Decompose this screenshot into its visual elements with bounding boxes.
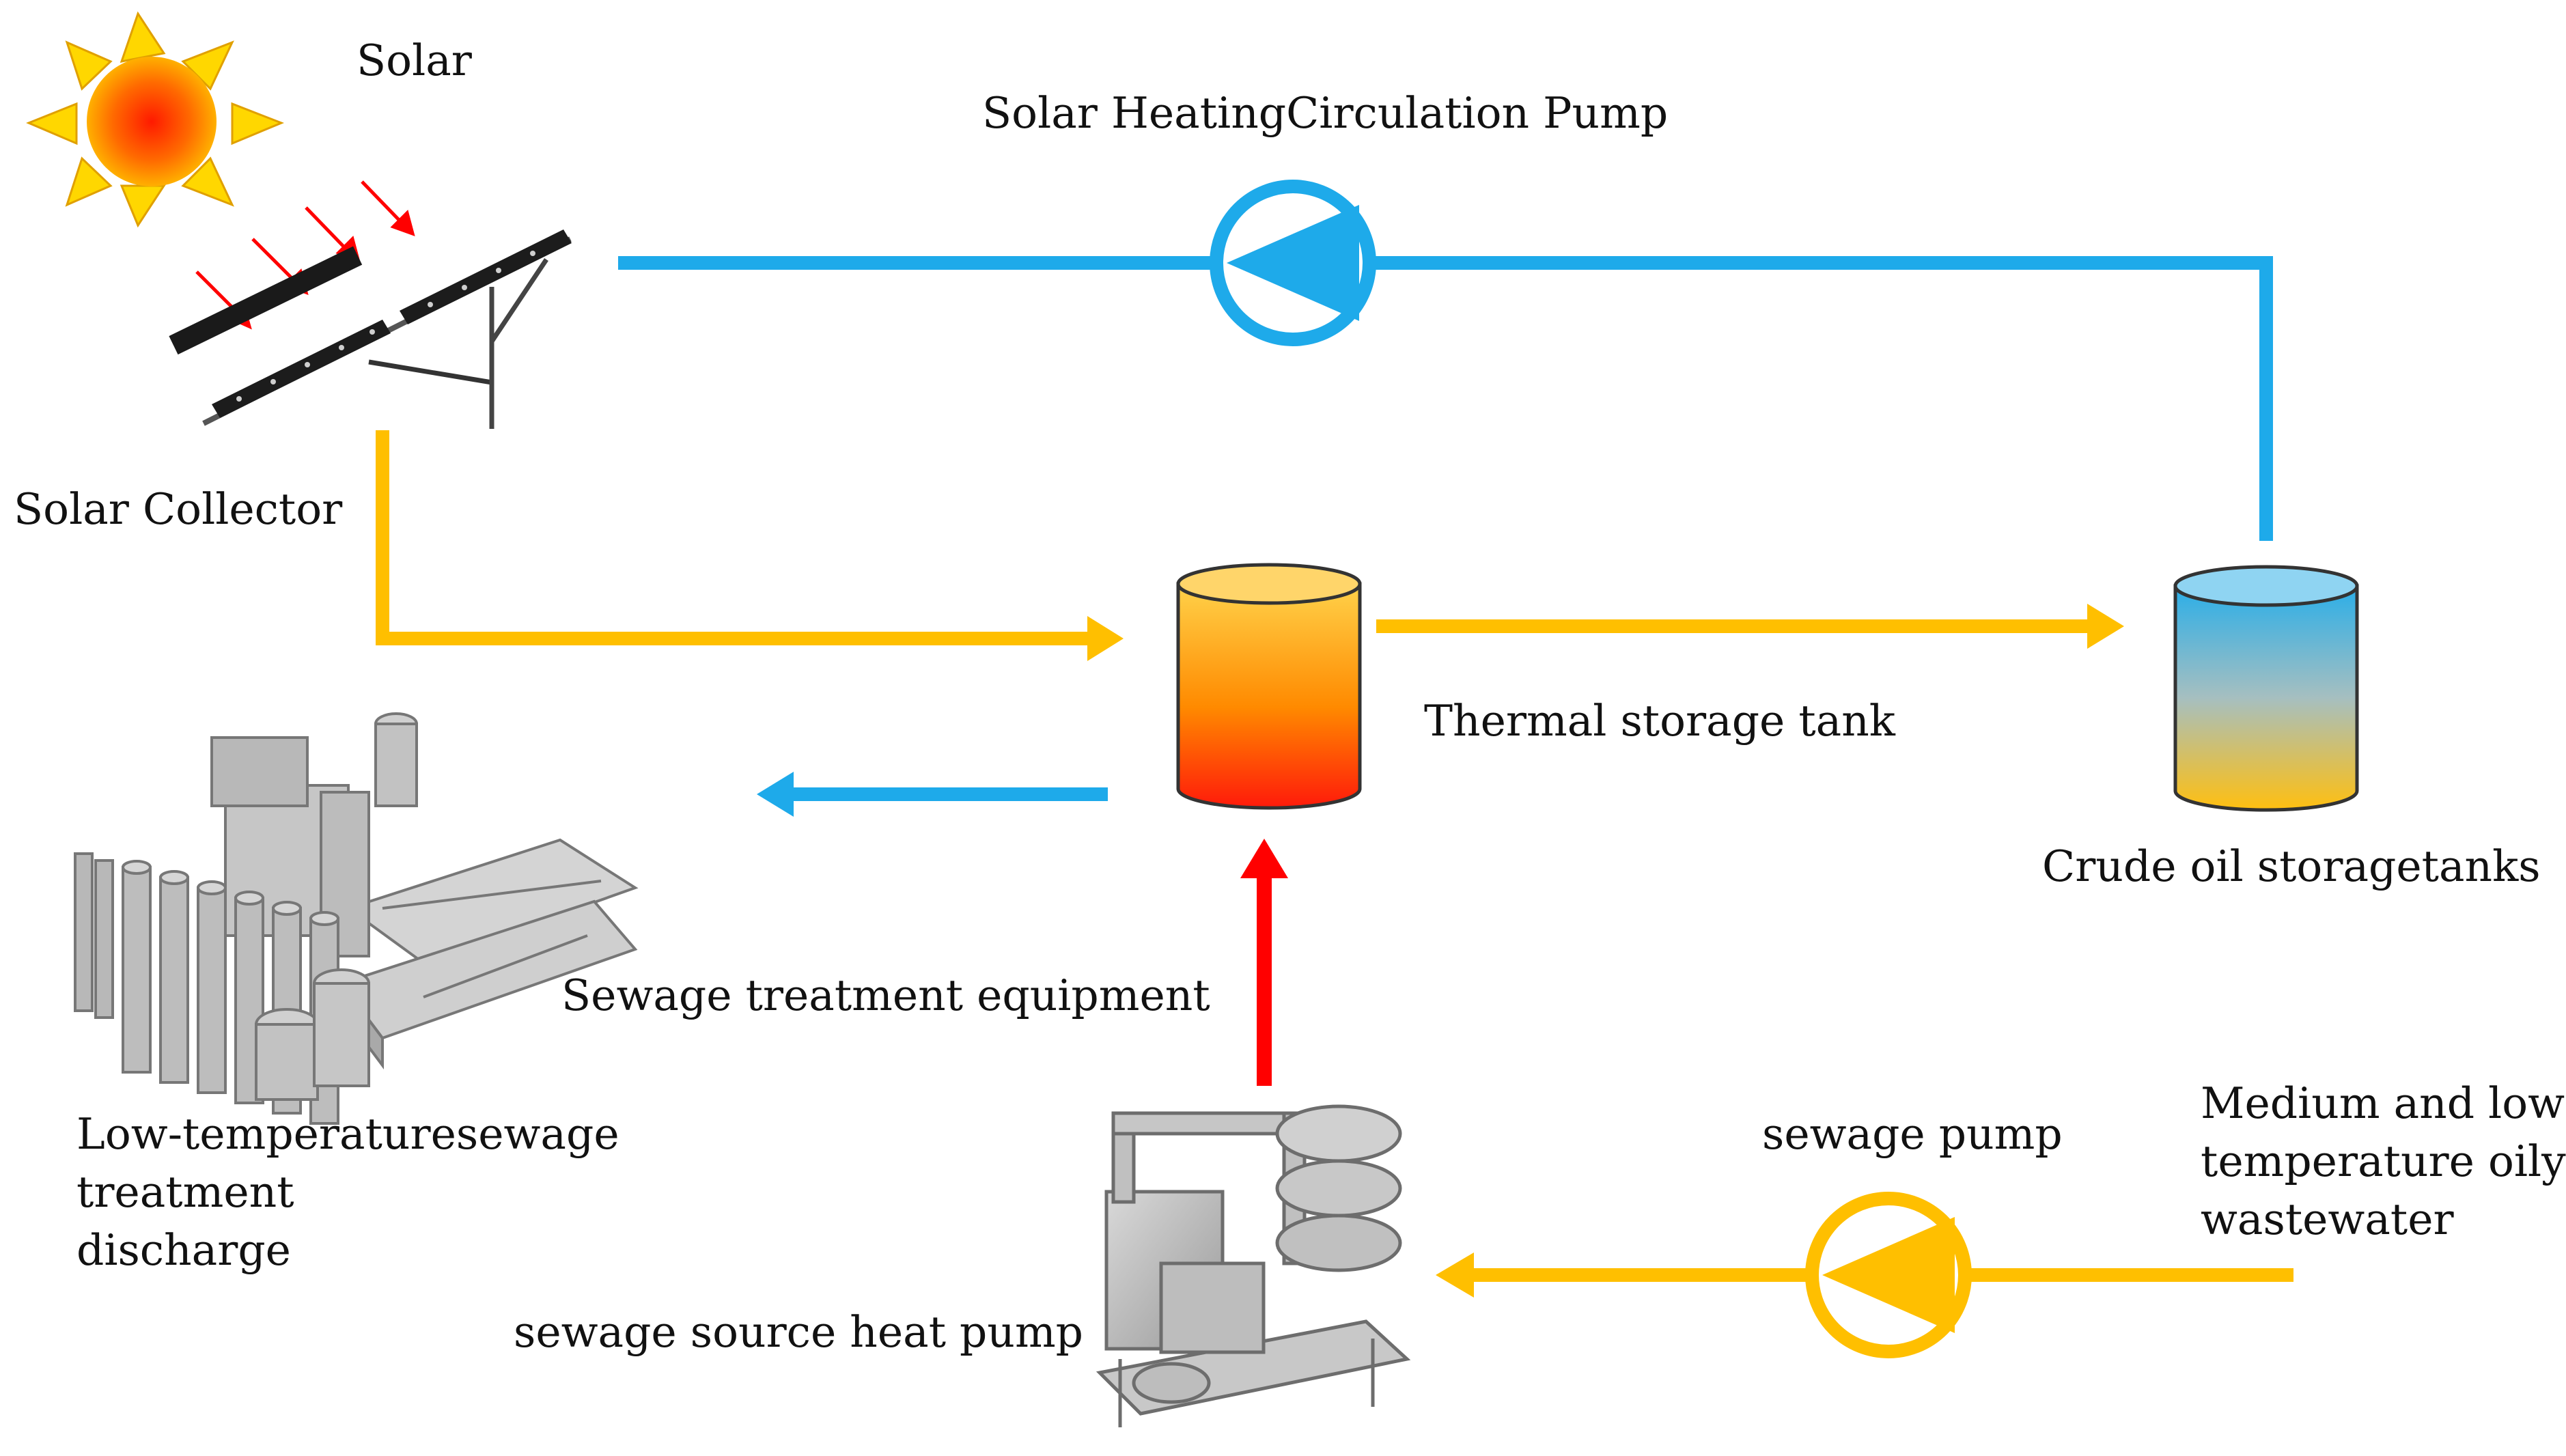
label-discharge-line3: discharge <box>76 1225 291 1275</box>
label-crude-oil-tanks: Crude oil storagetanks <box>2042 841 2541 891</box>
circulation-pump-icon <box>1210 180 1376 346</box>
label-sewage-treatment-equipment: Sewage treatment equipment <box>561 970 1210 1020</box>
label-discharge-line2: treatment <box>76 1167 294 1217</box>
tank-to-treatment-line <box>757 772 1108 817</box>
label-solar-collector: Solar Collector <box>14 484 343 534</box>
crude-oil-tank-icon <box>2173 565 2359 812</box>
solar-collector-icon <box>169 229 572 429</box>
wastewater-line <box>1436 1252 2293 1298</box>
sun-icon <box>26 11 285 228</box>
sewage-pump-icon <box>1805 1192 1972 1358</box>
blue-circulation-line <box>618 256 2273 541</box>
heat-pump-equipment-icon <box>1096 1104 1411 1427</box>
label-wastewater-line3: wastewater <box>2201 1194 2454 1244</box>
label-wastewater-line2: temperature oily <box>2201 1136 2566 1186</box>
label-solar: Solar <box>357 36 472 85</box>
label-sewage-pump: sewage pump <box>1762 1109 2063 1159</box>
sewage-treatment-equipment-icon <box>74 712 639 1125</box>
label-thermal-storage-tank: Thermal storage tank <box>1424 696 1895 746</box>
heatpump-to-tank-line <box>1240 839 1288 1086</box>
collector-to-tank-line <box>376 430 1124 661</box>
label-heat-pump: sewage source heat pump <box>514 1307 1084 1357</box>
label-discharge-line1: Low-temperaturesewage <box>76 1109 619 1159</box>
tank-to-crude-line <box>1376 604 2124 649</box>
thermal-storage-tank-icon <box>1176 563 1362 810</box>
label-circulation-pump: Solar HeatingCirculation Pump <box>982 88 1669 138</box>
label-wastewater-line1: Medium and low <box>2201 1078 2565 1128</box>
